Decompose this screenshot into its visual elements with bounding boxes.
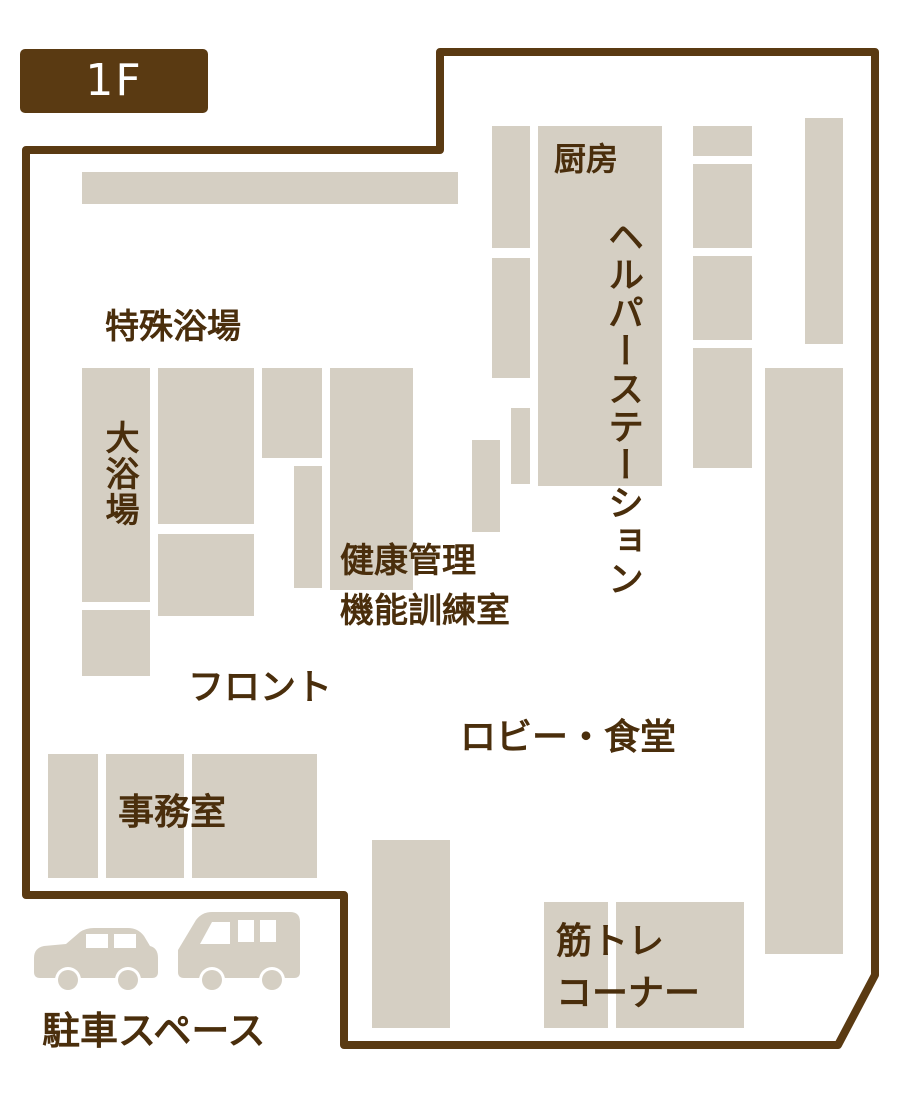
block-office-2	[106, 754, 184, 878]
block-far-right-top	[805, 118, 843, 344]
block-bath-small	[82, 610, 150, 676]
room-blocks	[48, 118, 843, 1028]
van-icon	[178, 912, 300, 993]
label-lobby-dining: ロビー・食堂	[460, 717, 677, 758]
block-helper-station	[538, 126, 662, 486]
label-training-room: 機能訓練室	[340, 591, 510, 631]
block-far-right-long	[765, 368, 843, 954]
floor-badge: 1F	[20, 49, 208, 113]
block-bottom-center	[372, 840, 450, 1028]
block-bath-room-3	[262, 368, 322, 458]
block-kitchen-left-1	[492, 126, 530, 248]
label-front-desk: フロント	[188, 667, 333, 708]
block-office-3	[192, 754, 317, 878]
block-kitchen-left-2	[492, 258, 530, 378]
block-right-col-4	[693, 348, 752, 468]
sedan-car-icon	[34, 928, 158, 993]
building-outline	[22, 48, 879, 1049]
label-parking: 駐車スペース	[42, 1009, 266, 1053]
block-office-1	[48, 754, 98, 878]
floor-label: 1F	[85, 55, 143, 106]
block-large-bath	[82, 368, 150, 602]
label-helper-station: ヘルパーステーション	[602, 218, 643, 598]
label-special-bath: 特殊浴場	[105, 307, 241, 347]
block-training-room	[330, 368, 413, 590]
label-health-management: 健康管理	[340, 541, 476, 581]
block-right-col-3	[693, 256, 752, 340]
block-narrow-1	[294, 466, 322, 588]
block-bath-room-1	[158, 368, 254, 524]
block-narrow-3	[511, 408, 530, 484]
block-narrow-2	[472, 440, 500, 532]
label-kitchen: 厨房	[554, 140, 619, 178]
label-office: 事務室	[118, 792, 227, 833]
label-gym-line2: コーナー	[556, 973, 701, 1014]
label-large-bath: 大浴場	[99, 420, 139, 528]
block-right-col-2	[693, 164, 752, 248]
block-bath-room-2	[158, 534, 254, 616]
label-gym-line1: 筋トレ	[556, 921, 665, 962]
block-gym-2	[616, 902, 744, 1028]
block-top-bar	[82, 172, 458, 204]
block-gym-1	[544, 902, 608, 1028]
block-right-col-1	[693, 126, 752, 156]
